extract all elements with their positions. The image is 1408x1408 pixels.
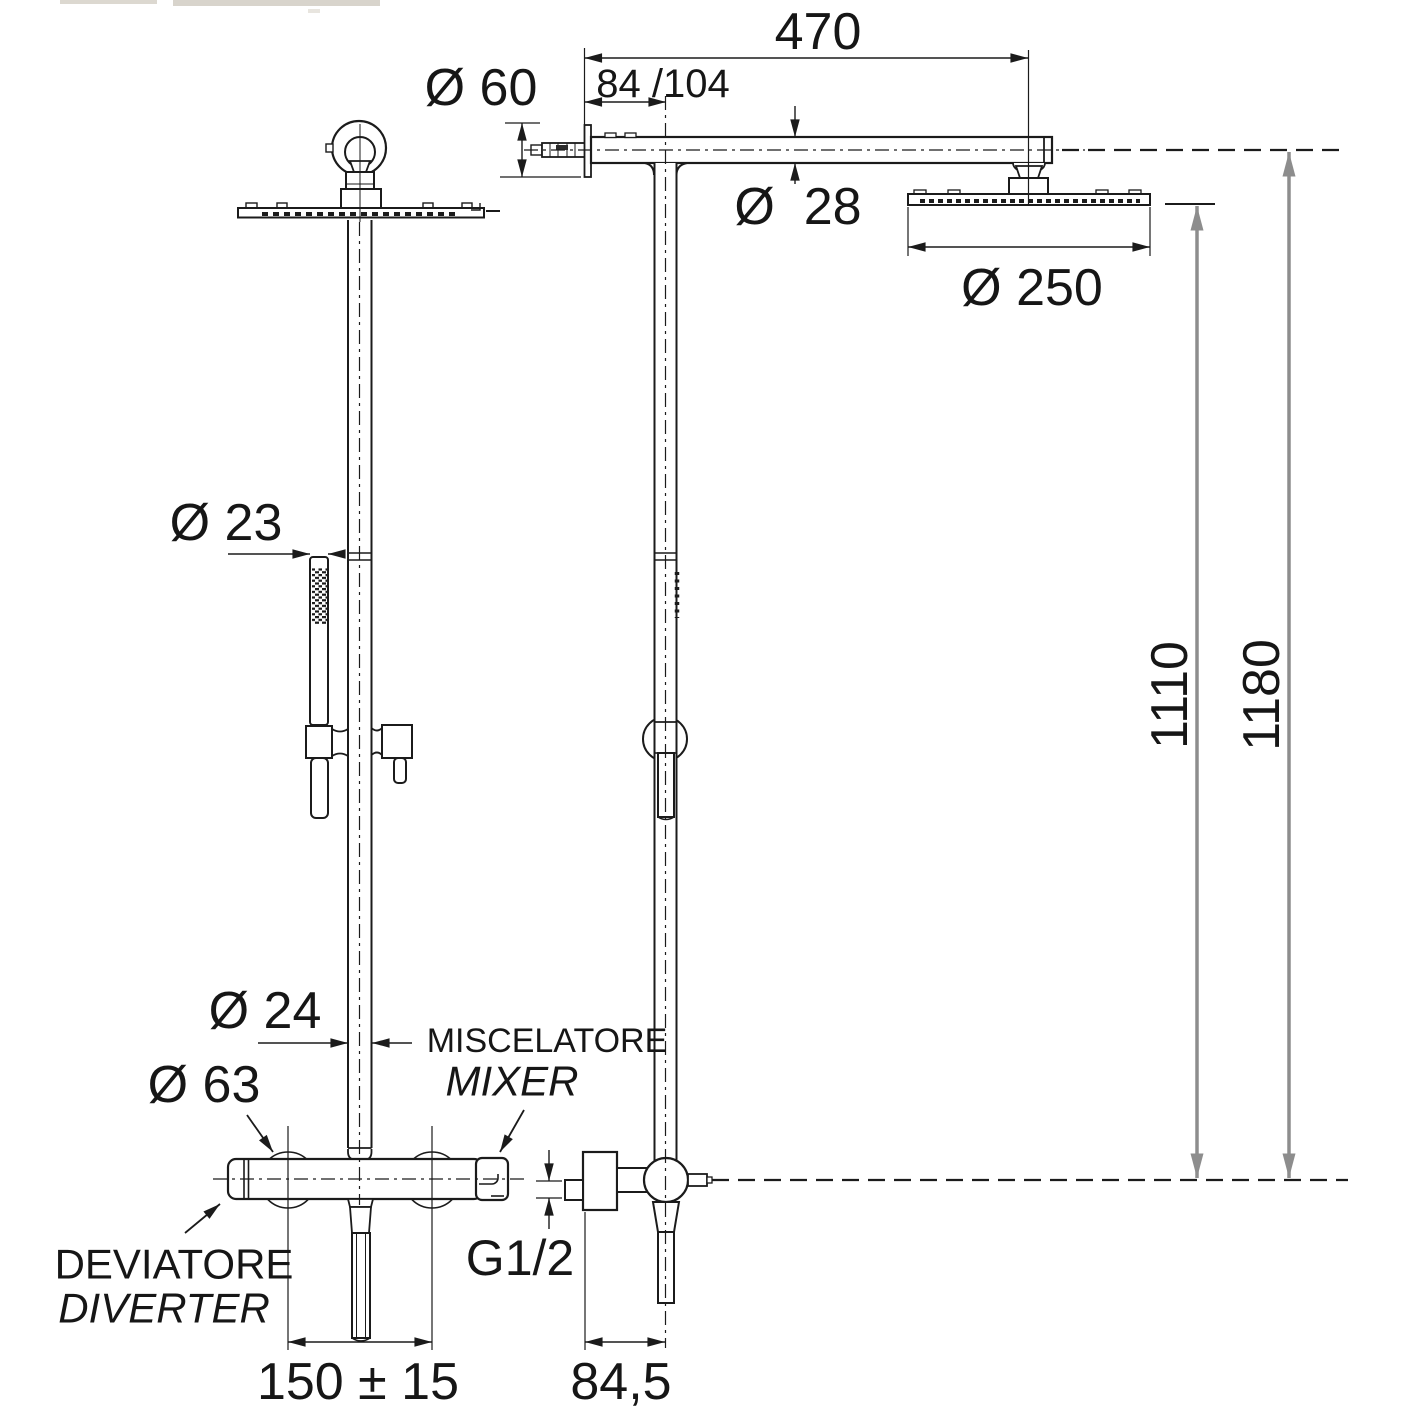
top-edge-artifacts <box>60 0 380 13</box>
thread-g12-label: G1/2 <box>466 1230 574 1286</box>
dim-470-label: 470 <box>775 3 862 61</box>
holder-body <box>381 724 413 759</box>
mixer-leader-arrow <box>499 1109 525 1153</box>
dim-845-label: 84,5 <box>570 1353 671 1408</box>
callouts: MISCELATORE MIXER DEVIATORE DIVERTER <box>55 1022 668 1332</box>
dim-150-label: 150 ± 15 <box>257 1353 459 1408</box>
dia-24-label: Ø 24 <box>209 982 322 1040</box>
front-column <box>347 220 373 1161</box>
dim-84-104-label: 84 /104 <box>596 62 729 106</box>
outlet-tube <box>351 1232 371 1339</box>
dimensions: 470 84 /104 Ø 60 Ø 28 Ø 250 Ø 23 Ø 24 Ø … <box>148 3 1348 1408</box>
dia-250-label: Ø 250 <box>961 259 1103 317</box>
holder-clamp <box>305 725 333 759</box>
diverter-label-italian: DEVIATORE <box>55 1241 294 1288</box>
front-view <box>213 119 524 1342</box>
diverter-label-english: DIVERTER <box>58 1285 270 1332</box>
dim-1180-label: 1180 <box>1233 639 1291 751</box>
outlet-cone <box>349 1206 372 1234</box>
hand-shower-handle <box>310 757 329 819</box>
front-hand-shower <box>305 556 413 819</box>
dia-63-label: Ø 63 <box>148 1056 261 1114</box>
dia-60-label: Ø 60 <box>425 59 538 117</box>
holder-knob <box>393 757 407 784</box>
side-view <box>524 48 1151 1348</box>
side-column <box>653 163 678 1162</box>
side-mixer <box>564 1150 713 1304</box>
mixer-label-english: MIXER <box>445 1058 578 1105</box>
dia-23-label: Ø 23 <box>170 494 283 552</box>
front-shower-head <box>237 202 500 219</box>
side-wall-block <box>581 1150 619 1212</box>
g12-inlet-stub <box>564 1179 584 1201</box>
dim-1110-label: 1110 <box>1141 641 1199 749</box>
dia-28-label: Ø 28 <box>734 178 861 236</box>
hand-shower-spray-face <box>312 568 327 624</box>
dia-63-leader-arrow <box>246 1114 274 1153</box>
diverter-leader-arrow <box>184 1203 221 1234</box>
mixer-label-italian: MISCELATORE <box>427 1022 668 1060</box>
